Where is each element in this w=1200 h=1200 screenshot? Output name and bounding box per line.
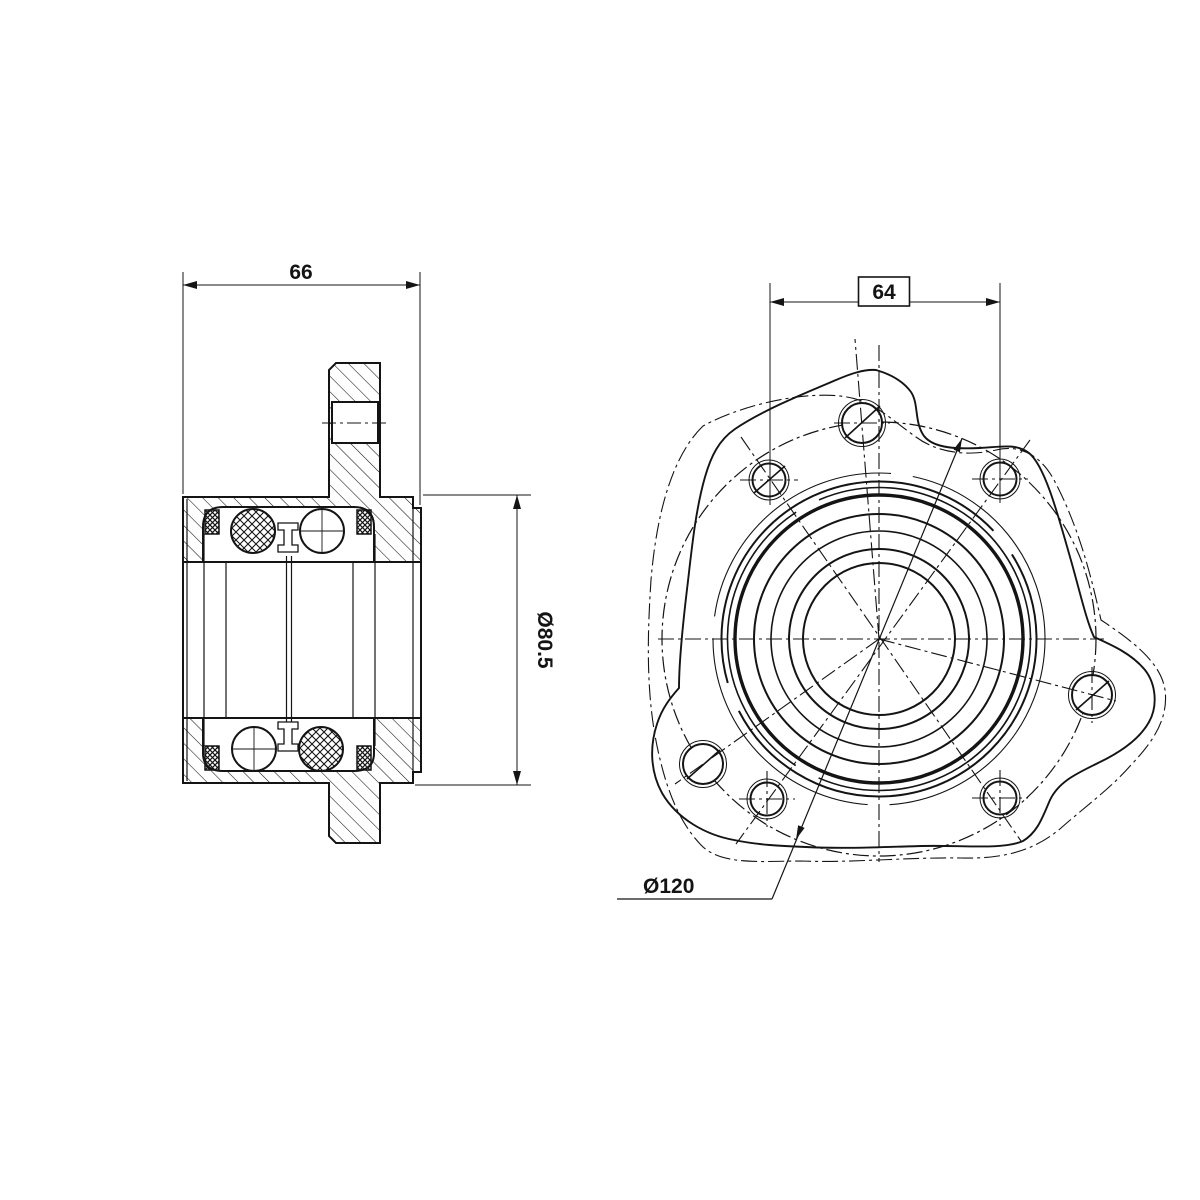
ball-sectioned <box>298 726 344 772</box>
dim-bolt-circle <box>617 438 963 900</box>
ball-sectioned <box>230 508 276 554</box>
dim-bolt-circle-label: Ø120 <box>643 875 694 898</box>
seal-right <box>356 745 372 771</box>
lower-ball-row <box>204 721 372 772</box>
flange-outline <box>651 368 1156 849</box>
dim-outer-diameter-label: Ø80.5 <box>533 611 556 669</box>
side-section-view: 66 Ø80.5 <box>182 261 556 844</box>
centerlines <box>658 338 1117 862</box>
seal-left <box>204 509 220 535</box>
phantom-outline <box>647 394 1167 863</box>
cage-section <box>277 721 299 752</box>
dim-overall-width <box>182 272 421 505</box>
upper-ball-row <box>204 508 372 554</box>
cage-section <box>277 522 299 553</box>
seal-right <box>356 509 372 535</box>
dim-outer-diameter <box>415 494 531 786</box>
bore-lines <box>186 499 414 781</box>
dim-hole-spacing-label: 64 <box>872 281 896 304</box>
dim-overall-width-label: 66 <box>289 261 312 284</box>
dim-hole-spacing <box>769 276 1001 505</box>
section-upper-body <box>182 362 422 563</box>
seal-left <box>204 745 220 771</box>
dim-box <box>857 276 911 307</box>
front-view: 64 Ø120 <box>617 276 1167 900</box>
